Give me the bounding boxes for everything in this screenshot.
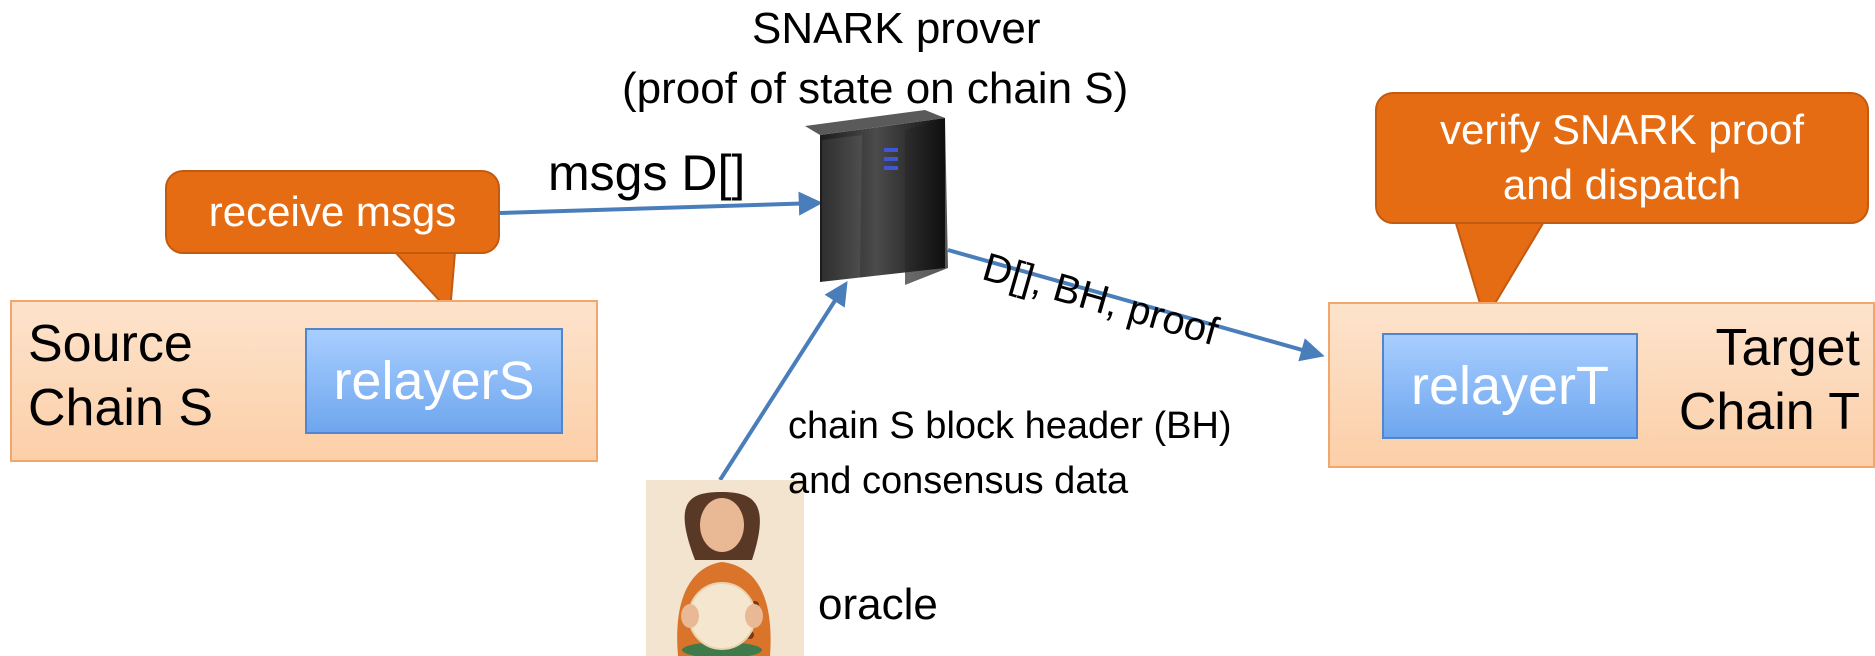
relayer-t: relayerT bbox=[1382, 333, 1638, 439]
oracle-data-label-line2: and consensus data bbox=[788, 460, 1129, 502]
msgs-arrow bbox=[499, 191, 823, 216]
oracle-icon bbox=[646, 480, 804, 656]
server-icon bbox=[805, 110, 948, 285]
prover-subtitle: (proof of state on chain S) bbox=[622, 64, 1129, 113]
receive-msgs-callout: receive msgs bbox=[165, 170, 500, 254]
oracle-data-label-line1: chain S block header (BH) bbox=[788, 405, 1232, 447]
source-label-line1: Source bbox=[28, 315, 193, 373]
target-chain-label: Target Chain T bbox=[1660, 316, 1860, 445]
source-chain-label: Source Chain S bbox=[28, 312, 213, 441]
msgs-label: msgs D[] bbox=[548, 145, 746, 201]
verify-snark-callout: verify SNARK proof and dispatch bbox=[1375, 92, 1869, 224]
oracle-label: oracle bbox=[818, 580, 938, 629]
oracle-arrow bbox=[718, 280, 848, 482]
verify-callout-line1: verify SNARK proof bbox=[1439, 106, 1805, 154]
relayer-s: relayerS bbox=[305, 328, 563, 434]
proof-arrow bbox=[947, 248, 1325, 362]
target-label-line1: Target bbox=[1715, 319, 1860, 377]
prover-title: SNARK prover bbox=[752, 4, 1041, 53]
target-label-line2: Chain T bbox=[1678, 383, 1860, 442]
source-label-line2: Chain S bbox=[28, 379, 213, 438]
verify-callout-line2: and dispatch bbox=[1502, 161, 1742, 208]
